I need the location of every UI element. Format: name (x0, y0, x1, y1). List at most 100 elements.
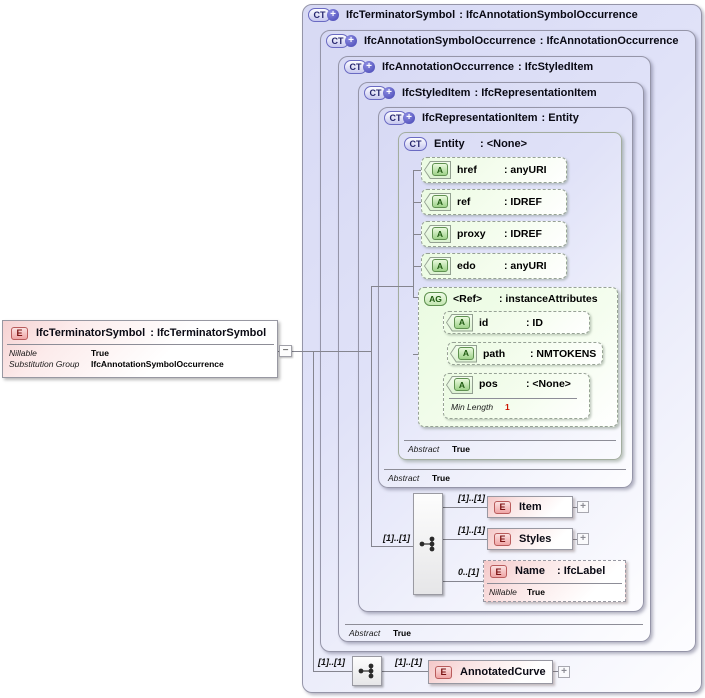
attribute-tag-icon: A (424, 161, 451, 179)
sequence-compositor (413, 493, 443, 595)
stub-proxy (413, 234, 421, 235)
type-name: IfcTerminatorSymbol (346, 9, 456, 21)
abstract-separator-representationitem (384, 469, 626, 470)
element-icon: E (490, 565, 507, 578)
stub-ref (413, 202, 421, 203)
header-ifcstyleditem: CT+ IfcStyledItem : IfcRepresentationIte… (364, 85, 597, 101)
type-name: IfcStyledItem (402, 87, 471, 99)
nillable-value: True (91, 348, 109, 358)
stub-item (443, 507, 487, 508)
abstract-value: True (432, 473, 450, 483)
element-icon: E (494, 500, 511, 514)
nillable-label: Nillable (489, 587, 517, 597)
complextype-derived-icon: CT+ (384, 111, 415, 125)
abstract-value: True (452, 444, 470, 454)
attribute-tag-icon: A (446, 376, 473, 394)
attribute-group-icon: AG (424, 291, 447, 306)
attribute-pos: A pos : <None> (443, 373, 590, 419)
abstract-label: Abstract (388, 473, 420, 483)
cardinality-bottom-sequence: [1]..[1] (318, 657, 345, 667)
complextype-derived-icon: CT+ (308, 8, 339, 22)
abstract-label: Abstract (349, 628, 381, 638)
attribute-ref: A ref : IDREF (421, 189, 567, 215)
abstract-label: Abstract (408, 444, 440, 454)
stub-styles-expand (573, 539, 578, 540)
element-ifcterminatorsymbol[interactable]: E IfcTerminatorSymbol : IfcTerminatorSym… (2, 320, 278, 378)
complextype-derived-icon: CT+ (326, 34, 357, 48)
header-entity: CT Entity : <None> (404, 136, 527, 152)
abstract-separator-annotationoccurrence (345, 624, 643, 625)
expand-item-button[interactable]: + (577, 501, 589, 513)
connector-rail-outer (313, 351, 314, 671)
stub-edo (413, 266, 421, 267)
complextype-derived-icon: CT+ (344, 60, 375, 74)
attribute-path: A path : NMTOKENS (447, 342, 603, 365)
element-styles[interactable]: E Styles (487, 528, 573, 550)
cardinality-sequence: [1]..[1] (383, 533, 410, 543)
nillable-label: Nillable (9, 348, 37, 358)
root-separator (7, 344, 274, 345)
header-ifcrepresentationitem: CT+ IfcRepresentationItem : Entity (384, 110, 579, 126)
cardinality-annotatedcurve: [1]..[1] (395, 657, 422, 667)
type-base: : IfcAnnotationOccurrence (539, 35, 679, 47)
header-ifcterminatorsymbol: CT+ IfcTerminatorSymbol : IfcAnnotationS… (308, 7, 638, 23)
element-item[interactable]: E Item (487, 496, 573, 518)
connector-attr-rail (413, 170, 414, 297)
type-box-entity (398, 132, 622, 460)
element-annotatedcurve[interactable]: E AnnotatedCurve (428, 660, 553, 684)
complextype-derived-icon: CT+ (364, 86, 395, 100)
attribute-proxy: A proxy : IDREF (421, 221, 567, 247)
attribute-id: A id : ID (443, 311, 590, 334)
sequence-icon (419, 536, 435, 552)
type-base: : IfcStyledItem (518, 61, 594, 73)
attribute-tag-icon: A (424, 257, 451, 275)
connector-main (278, 351, 371, 352)
collapse-button[interactable]: − (279, 345, 292, 357)
name-separator (487, 583, 622, 584)
abstract-value: True (393, 628, 411, 638)
substitution-group-value: IfcAnnotationSymbolOccurrence (91, 359, 224, 369)
type-name: IfcAnnotationOccurrence (382, 61, 515, 73)
type-name: IfcRepresentationItem (422, 112, 538, 124)
connector-bottom-right (382, 671, 428, 672)
abstract-separator-entity (404, 440, 616, 441)
sequence-icon (358, 663, 374, 679)
header-ifcannotationoccurrence: CT+ IfcAnnotationOccurrence : IfcStyledI… (344, 59, 593, 75)
stub-styles (443, 539, 487, 540)
attribute-tag-icon: A (446, 313, 473, 332)
attribute-tag-icon: A (450, 344, 477, 363)
element-icon: E (435, 665, 452, 679)
stub-item-expand (573, 507, 578, 508)
stub-refgroup (413, 297, 418, 298)
cardinality-item: [1]..[1] (458, 493, 485, 503)
attribute-href: A href : anyURI (421, 157, 567, 183)
sequence-compositor-bottom (352, 656, 382, 686)
facet-separator (449, 398, 577, 399)
substitution-group-label: Substitution Group (9, 359, 80, 369)
type-name: Entity (434, 138, 465, 150)
type-base: : <None> (480, 138, 528, 150)
attribute-group-header: AG <Ref> : instanceAttributes (424, 291, 598, 306)
expand-styles-button[interactable]: + (577, 533, 589, 545)
cardinality-styles: [1]..[1] (458, 525, 485, 535)
header-ifcannotationsymboloccurrence: CT+ IfcAnnotationSymbolOccurrence : IfcA… (326, 33, 679, 49)
attribute-tag-icon: A (424, 225, 451, 243)
stub-name (443, 581, 483, 582)
type-name: IfcAnnotationSymbolOccurrence (364, 35, 536, 47)
facet-label: Min Length (451, 402, 494, 412)
element-icon: E (494, 532, 511, 546)
connector-bottom-left (313, 671, 352, 672)
stub-annotatedcurve-expand (553, 671, 559, 672)
connector-rail-inner (371, 286, 372, 547)
complextype-icon: CT (404, 137, 427, 151)
type-base: : Entity (541, 112, 579, 124)
expand-annotatedcurve-button[interactable]: + (558, 666, 570, 678)
element-icon: E (11, 326, 28, 340)
attribute-tag-icon: A (424, 193, 451, 211)
cardinality-name: 0..[1] (458, 567, 480, 577)
stub-href (413, 170, 421, 171)
connector-to-sequence (371, 546, 413, 547)
attribute-edo: A edo : anyURI (421, 253, 567, 279)
element-name[interactable]: E Name : IfcLabel (483, 560, 626, 602)
